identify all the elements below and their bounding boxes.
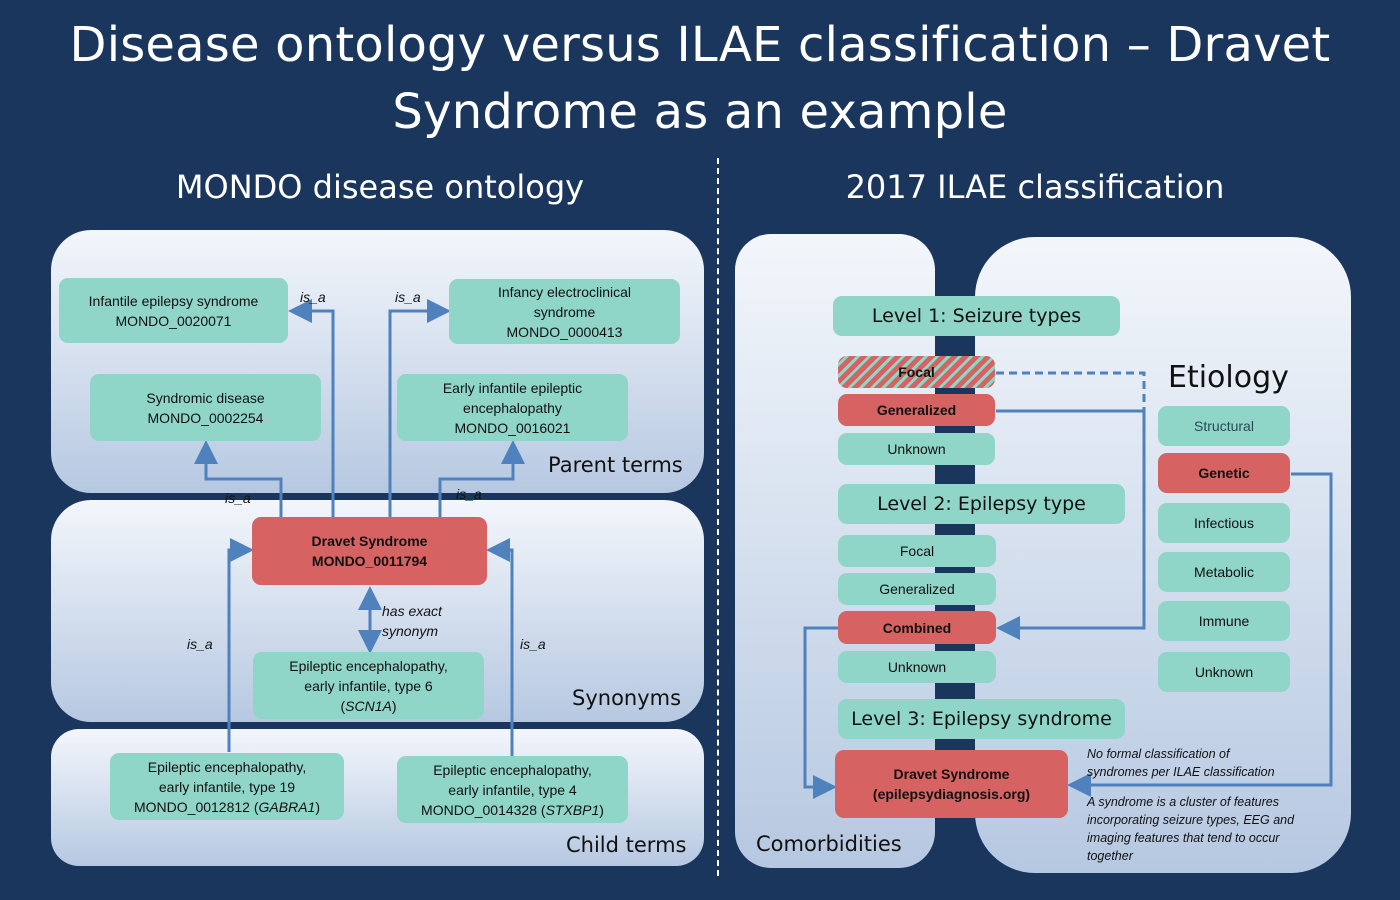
gene: GABRA1 xyxy=(258,798,316,815)
parent-terms-panel xyxy=(51,230,704,493)
level1-seizure-types[interactable]: Level 1: Seizure types xyxy=(833,296,1120,336)
node-label: Syndromic disease xyxy=(146,389,265,406)
note-syndrome-definition: A syndrome is a cluster of features inco… xyxy=(1087,793,1294,865)
epilepsy-combined[interactable]: Combined xyxy=(838,611,996,644)
epilepsy-generalized[interactable]: Generalized xyxy=(838,573,996,605)
node-label: Epileptic encephalopathy, xyxy=(433,761,592,778)
node-label: early infantile, type 4 xyxy=(448,781,577,798)
node-label: Epileptic encephalopathy, xyxy=(147,758,307,775)
rel-is-a: is_a xyxy=(395,289,421,305)
node-id: MONDO_0000413 xyxy=(506,323,623,340)
edge-generalized-combined xyxy=(996,409,1146,640)
paren: ) xyxy=(391,697,397,714)
node-id: MONDO_0020071 xyxy=(115,312,232,329)
edge-dravet-infantile xyxy=(288,299,335,517)
slide-title: Disease ontology versus ILAE classificat… xyxy=(69,17,1331,140)
ilae-heading: 2017 ILAE classification xyxy=(845,168,1225,206)
node-label: early infantile, type 6 xyxy=(304,677,433,694)
gene: SCN1A xyxy=(345,697,392,714)
paren: ( xyxy=(340,697,346,714)
node-source: (epilepsydiagnosis.org) xyxy=(872,786,1031,802)
etiology-infectious[interactable]: Infectious xyxy=(1158,503,1290,543)
note-line: imaging features that tend to occur xyxy=(1087,831,1280,845)
etiology-structural[interactable]: Structural xyxy=(1158,406,1290,446)
node-label: encephalopathy xyxy=(463,399,562,416)
node-label: Dravet Syndrome xyxy=(893,766,1010,782)
seizure-focal[interactable]: Focal xyxy=(838,356,995,388)
edge-dravet-infancy xyxy=(388,299,451,517)
edge-child4 xyxy=(486,538,514,757)
rel-is-a: is_a xyxy=(225,490,251,506)
rel-is-a: is_a xyxy=(456,486,482,502)
seizure-generalized[interactable]: Generalized xyxy=(838,394,995,426)
seizure-unknown[interactable]: Unknown xyxy=(838,433,995,465)
node-id: MONDO_0002254 xyxy=(147,409,264,426)
divider xyxy=(717,158,719,876)
comorbidities-label: Comorbidities xyxy=(756,832,902,856)
edge-genetic-dravet xyxy=(1067,472,1333,797)
level3-epilepsy-syndrome[interactable]: Level 3: Epilepsy syndrome xyxy=(838,699,1125,739)
note-line: No formal classification of xyxy=(1087,747,1230,761)
etiology-genetic[interactable]: Genetic xyxy=(1158,453,1290,493)
note-no-formal-classification: No formal classification of syndromes pe… xyxy=(1087,745,1275,781)
node-child-type4[interactable]: Epileptic encephalopathy, early infantile… xyxy=(397,756,628,823)
rel-text: synonym xyxy=(382,623,439,639)
rel-text: has exact xyxy=(382,603,442,619)
rel-has-exact-synonym: has exact synonym xyxy=(382,601,442,641)
paren: ) xyxy=(599,801,604,818)
synonyms-label: Synonyms xyxy=(572,686,682,710)
edge-child19 xyxy=(227,538,254,752)
node-label: early infantile, type 19 xyxy=(158,778,296,795)
rel-is-a: is_a xyxy=(300,289,326,305)
node-id: MONDO_0014328 ( xyxy=(421,801,546,818)
etiology-metabolic[interactable]: Metabolic xyxy=(1158,552,1290,592)
node-id: MONDO_0012812 ( xyxy=(134,798,259,815)
epilepsy-focal[interactable]: Focal xyxy=(838,535,996,567)
note-line: together xyxy=(1087,849,1133,863)
etiology-immune[interactable]: Immune xyxy=(1158,601,1290,641)
rel-is-a: is_a xyxy=(187,636,213,652)
gene: STXBP1 xyxy=(545,801,600,818)
node-label: Early infantile epileptic xyxy=(442,379,583,396)
edge-dravet-syndromic xyxy=(194,440,283,517)
node-id: MONDO_0016021 xyxy=(454,419,571,436)
edge-dravet-early xyxy=(438,440,525,517)
note-line: syndromes per ILAE classification xyxy=(1087,765,1275,779)
edge-focal-dashed xyxy=(996,371,1146,410)
child-terms-label: Child terms xyxy=(566,833,687,857)
etiology-title: Etiology xyxy=(1168,360,1289,395)
etiology-unknown[interactable]: Unknown xyxy=(1158,652,1290,692)
note-line: incorporating seizure types, EEG and xyxy=(1087,813,1295,827)
node-label: Epileptic encephalopathy, xyxy=(289,657,448,674)
epilepsy-unknown[interactable]: Unknown xyxy=(838,651,996,683)
node-id: MONDO_0011794 xyxy=(311,553,428,569)
node-child-type19[interactable]: Epileptic encephalopathy, early infantile… xyxy=(110,753,344,820)
node-label: Infantile epilepsy syndrome xyxy=(88,292,259,309)
note-line: A syndrome is a cluster of features xyxy=(1087,795,1279,809)
node-dravet-ilae[interactable]: Dravet Syndrome (epilepsydiagnosis.org) xyxy=(835,750,1068,818)
mondo-heading: MONDO disease ontology xyxy=(175,168,585,206)
paren: ) xyxy=(315,798,320,815)
node-label: Infancy electroclinical xyxy=(497,283,632,300)
node-label: syndrome xyxy=(533,303,596,320)
rel-is-a: is_a xyxy=(520,636,546,652)
node-synonym-type6[interactable]: Epileptic encephalopathy, early infantile… xyxy=(253,652,484,719)
node-label: Dravet Syndrome xyxy=(311,533,428,549)
parent-terms-label: Parent terms xyxy=(548,453,683,477)
level2-epilepsy-type[interactable]: Level 2: Epilepsy type xyxy=(838,484,1125,524)
edge-combined-dravet xyxy=(803,626,838,799)
